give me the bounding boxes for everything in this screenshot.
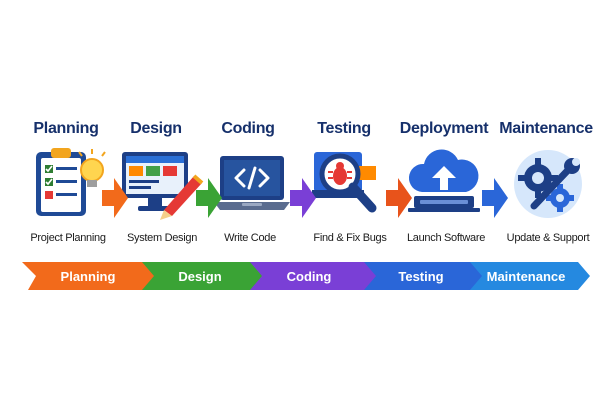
stage-caption-maintenance: Update & Support — [506, 232, 590, 244]
magnifier-bug-icon — [312, 152, 377, 213]
chevron-segment-planning — [22, 262, 156, 290]
stage-title-design: Design — [130, 120, 182, 137]
connector-arrow-icon — [102, 178, 128, 218]
chevron-segment-testing — [364, 262, 484, 290]
bar-label-coding: Coding — [287, 269, 332, 284]
gears-wrench-icon — [514, 150, 582, 218]
stage-title-deployment: Deployment — [399, 120, 489, 137]
chevron-segment-maintenance — [470, 262, 590, 290]
laptop-code-icon — [214, 156, 290, 210]
bar-label-testing: Testing — [398, 269, 443, 284]
chevron-segment-design — [142, 262, 264, 290]
connector-arrow-icon — [196, 178, 222, 218]
chevron-segment-coding — [250, 262, 378, 290]
connector-arrow-icon — [386, 178, 412, 218]
stage-title-maintenance: Maintenance — [499, 120, 593, 137]
stage-caption-deployment: Launch Software — [406, 232, 486, 244]
bar-label-maintenance: Maintenance — [487, 269, 566, 284]
connector-arrow-icon — [290, 178, 316, 218]
bar-label-planning: Planning — [61, 269, 116, 284]
stage-title-planning: Planning — [33, 120, 99, 137]
stage-title-testing: Testing — [317, 120, 371, 137]
cloud-upload-icon — [408, 149, 480, 212]
stage-caption-coding: Write Code — [224, 232, 276, 244]
stage-title-coding: Coding — [221, 120, 275, 137]
connector-arrow-icon — [482, 178, 508, 218]
stage-caption-design: System Design — [126, 232, 198, 244]
clipboard-checklist-icon — [36, 148, 106, 216]
stage-caption-planning: Project Planning — [30, 232, 106, 244]
stage-caption-testing: Find & Fix Bugs — [313, 232, 387, 244]
bar-label-design: Design — [178, 269, 221, 284]
monitor-pencil-icon — [122, 152, 204, 220]
